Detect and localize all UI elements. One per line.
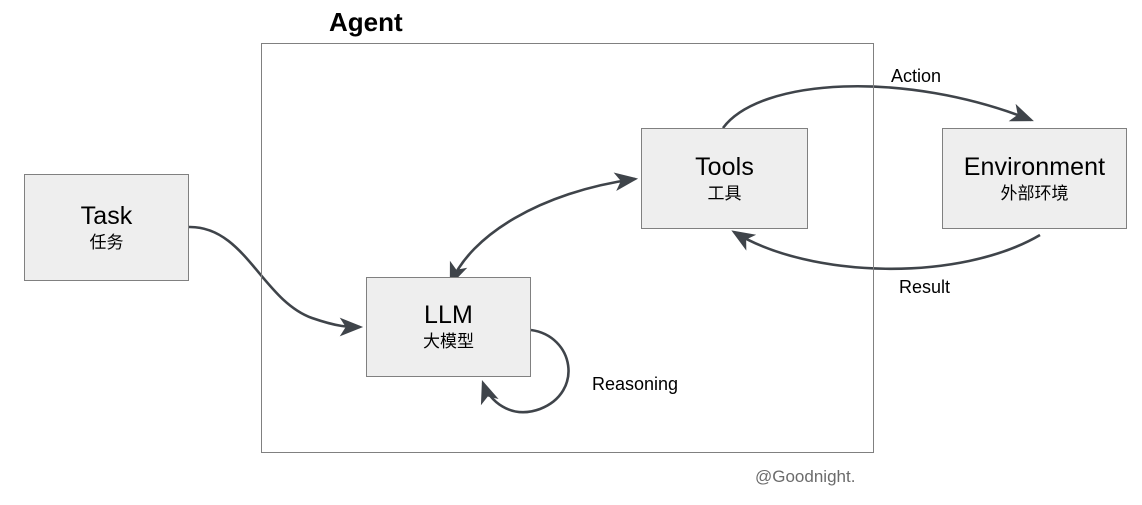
node-task[interactable]: Task 任务: [24, 174, 189, 281]
node-task-title: Task: [80, 201, 133, 230]
watermark-text: @Goodnight.: [755, 467, 856, 486]
node-tools[interactable]: Tools 工具: [641, 128, 808, 229]
node-llm[interactable]: LLM 大模型: [366, 277, 531, 377]
agent-container-box: [261, 43, 874, 453]
edge-label-action: Action: [891, 66, 942, 86]
node-llm-subtitle: 大模型: [423, 332, 474, 352]
edge-llm-tools: [449, 172, 639, 286]
edge-label-reasoning: Reasoning: [592, 374, 679, 394]
node-environment-title: Environment: [963, 152, 1106, 181]
agent-container-label: Agent: [329, 7, 403, 37]
node-llm-title: LLM: [424, 301, 473, 330]
node-tools-title: Tools: [695, 152, 754, 181]
node-environment[interactable]: Environment 外部环境: [942, 128, 1127, 229]
node-task-subtitle: 任务: [89, 232, 124, 252]
node-environment-subtitle: 外部环境: [1000, 183, 1069, 203]
edge-llm-self-loop-reasoning: [480, 328, 570, 414]
node-tools-subtitle: 工具: [707, 183, 742, 203]
edge-label-result: Result: [899, 277, 951, 297]
edge-environment-to-tools-result: [731, 230, 1041, 271]
edge-tools-to-environment-action: [721, 84, 1034, 129]
edge-task-to-llm: [188, 225, 364, 337]
